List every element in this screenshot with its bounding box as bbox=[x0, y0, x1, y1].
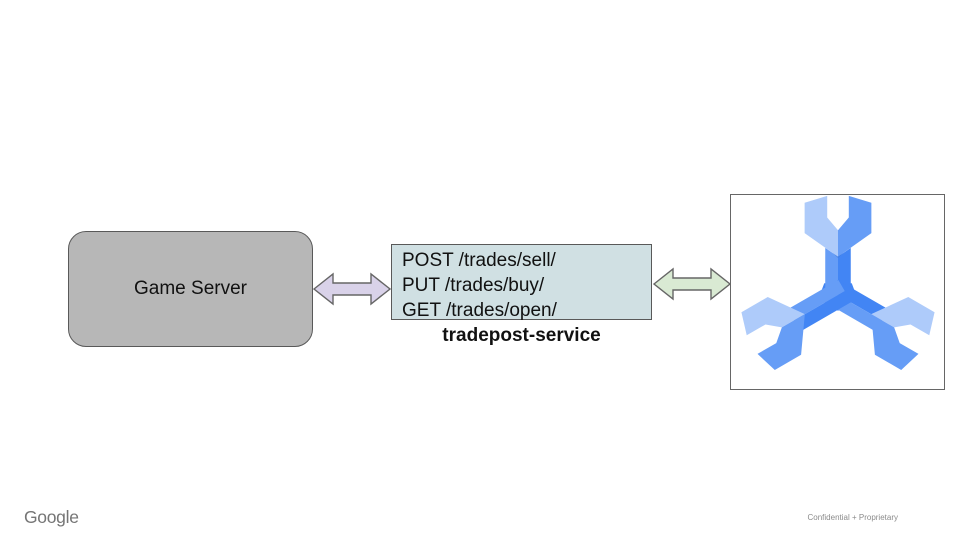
endpoint-get: GET /trades/open/ bbox=[402, 300, 557, 321]
double-arrow-shape bbox=[653, 267, 731, 301]
endpoint-put: PUT /trades/buy/ bbox=[402, 275, 545, 296]
double-arrow-shape bbox=[313, 272, 391, 306]
game-server-node: Game Server bbox=[68, 231, 313, 347]
tradepost-service-node: POST /trades/sell/ PUT /trades/buy/ GET … bbox=[391, 244, 652, 321]
left-double-arrow-connector bbox=[313, 272, 391, 306]
cloud-spanner-icon bbox=[741, 195, 935, 370]
right-double-arrow-connector bbox=[653, 267, 731, 301]
google-logo: Google bbox=[24, 507, 79, 527]
tradepost-service-label: tradepost-service bbox=[442, 325, 601, 346]
endpoint-post: POST /trades/sell/ bbox=[402, 250, 556, 271]
confidential-note: Confidential + Proprietary bbox=[807, 513, 899, 522]
game-server-label: Game Server bbox=[134, 278, 247, 299]
